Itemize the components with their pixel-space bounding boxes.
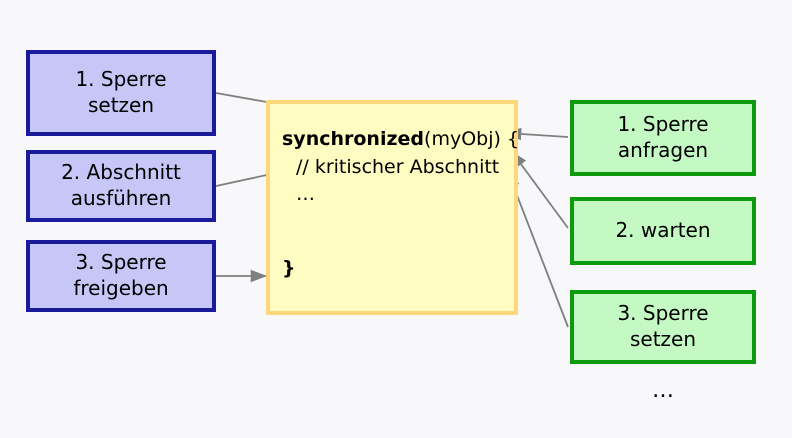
right-step-2-box[interactable]: 2. warten — [570, 197, 756, 265]
left-step-2-line1: 2. Abschnitt — [61, 160, 181, 185]
left-step-1-line1: 1. Sperre — [75, 67, 167, 92]
left-step-3-line2: freigeben — [73, 276, 169, 300]
right-step-3-box[interactable]: 3. Sperre setzen — [570, 290, 756, 364]
code-line-signature: synchronized(myObj) { — [282, 126, 519, 154]
left-step-1-line2: setzen — [87, 93, 155, 117]
synchronized-code-block: synchronized(myObj) { // kritischer Absc… — [266, 100, 519, 315]
right-column-ellipsis: … — [652, 378, 675, 403]
code-signature: (myObj) { — [424, 128, 520, 150]
right-step-3-line1: 3. Sperre — [617, 301, 709, 326]
code-line-ellipsis: … — [296, 183, 315, 206]
code-line-closing-brace: } — [282, 256, 296, 279]
code-keyword-synchronized: synchronized — [282, 128, 425, 150]
right-step-2-line1: 2. warten — [615, 218, 711, 243]
right-step-3-line2: setzen — [629, 327, 697, 351]
left-step-3-box[interactable]: 3. Sperre freigeben — [26, 240, 216, 312]
left-step-2-box[interactable]: 2. Abschnitt ausführen — [26, 150, 216, 222]
left-step-2-line2: ausführen — [70, 186, 172, 210]
right-step-1-box[interactable]: 1. Sperre anfragen — [570, 100, 756, 176]
left-step-1-box[interactable]: 1. Sperre setzen — [26, 50, 216, 136]
left-step-3-line1: 3. Sperre — [75, 250, 167, 275]
right-step-1-line2: anfragen — [617, 138, 709, 162]
right-step-1-line1: 1. Sperre — [617, 112, 709, 137]
arrow-right-2 — [511, 151, 569, 229]
code-line-comment: // kritischer Abschnitt — [296, 155, 500, 178]
